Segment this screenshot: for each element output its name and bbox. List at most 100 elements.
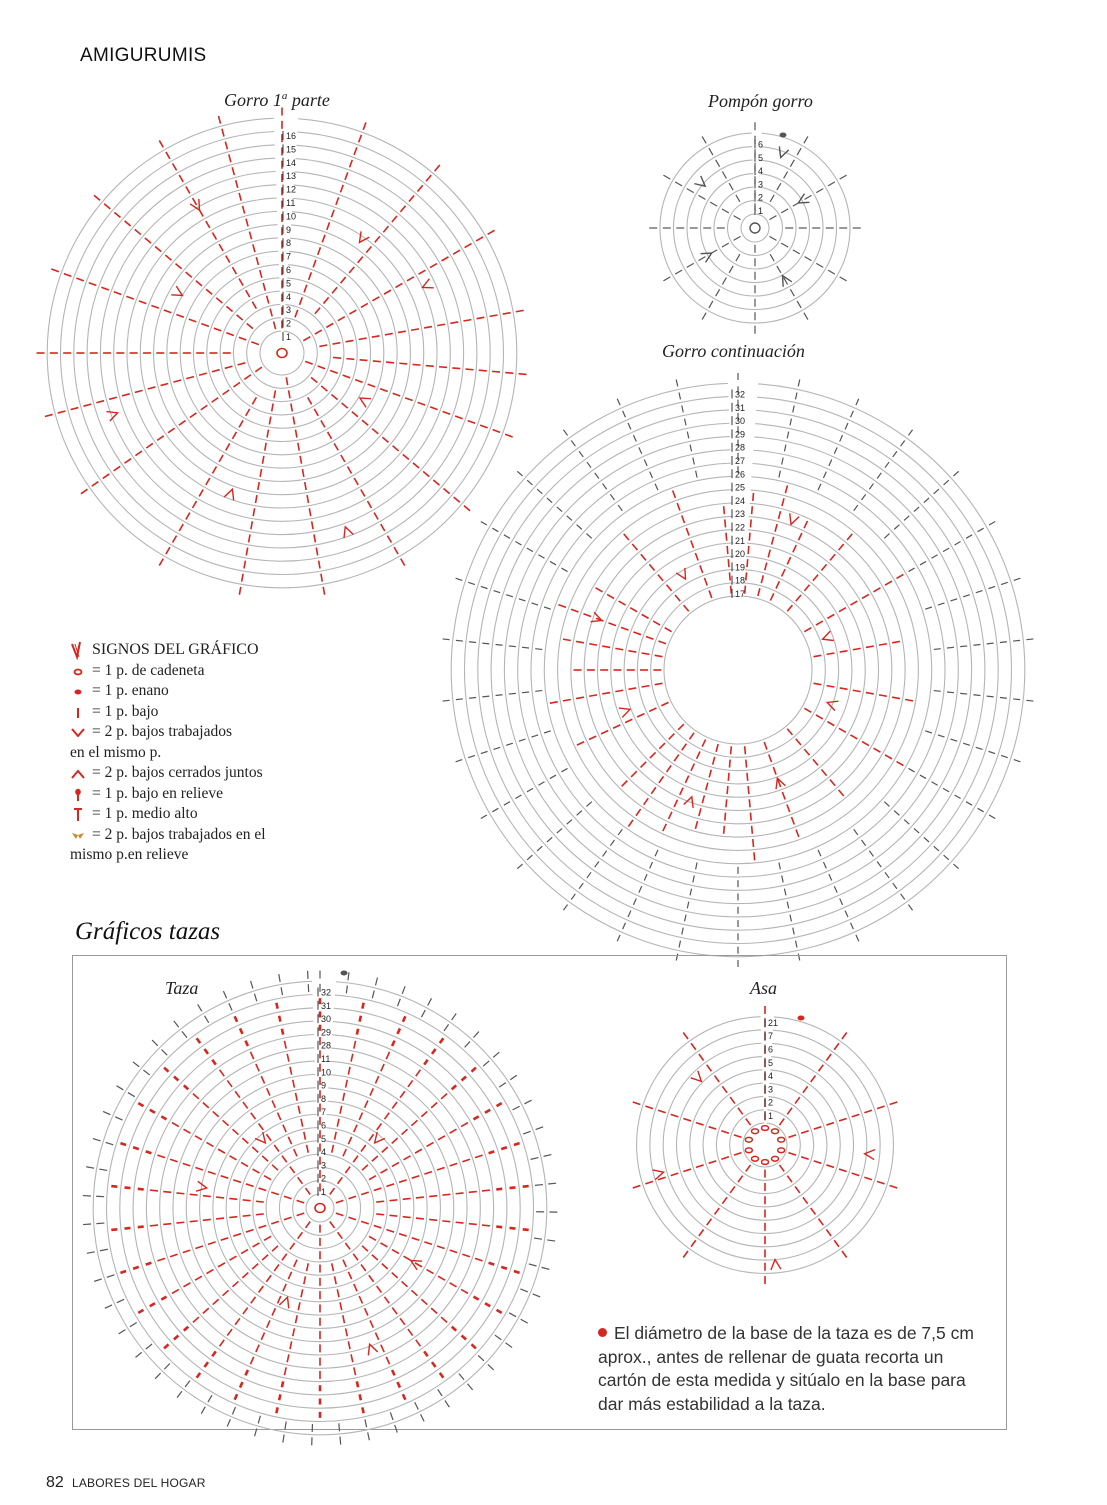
stitch-mark [837, 543, 845, 551]
stitch-mark [516, 863, 523, 870]
stitch-mark [99, 1248, 108, 1252]
stitch-mark [541, 1266, 550, 1271]
stitch-mark [986, 642, 994, 645]
stitch-mark [212, 1298, 220, 1306]
stitch-mark [792, 405, 795, 413]
stitch-mark [903, 819, 910, 825]
stitch-mark [503, 801, 511, 806]
stitch-mark [371, 1155, 379, 1162]
stitch-mark [424, 325, 433, 329]
stitch-mark [218, 454, 224, 463]
stitch-mark [654, 483, 659, 491]
round-number: 6 [286, 265, 291, 275]
stitch-mark [868, 483, 874, 490]
stitch-mark [402, 1215, 411, 1219]
stitch-mark [751, 492, 755, 501]
stitch-mark [346, 357, 355, 361]
stitch-mark [781, 498, 785, 507]
stitch-mark [358, 1112, 364, 1121]
legend-row: = 2 p. bajos cerrados juntos [70, 763, 370, 784]
stitch-mark [690, 1239, 697, 1248]
stitch-mark [316, 247, 322, 256]
stitch-mark [96, 1222, 105, 1225]
gorro1-title-rest: parte [287, 90, 330, 110]
stitch-mark [828, 873, 833, 881]
stitch-mark [662, 823, 667, 832]
stitch-mark [733, 235, 741, 241]
stitch-mark [124, 220, 132, 227]
stitch-mark [667, 811, 673, 820]
stitch-mark [721, 242, 730, 248]
relief-stitch-mark [500, 1265, 508, 1270]
stitch-mark [169, 1158, 178, 1163]
stitch-mark [749, 812, 752, 821]
stitch-mark [348, 1216, 357, 1221]
stitch-mark [491, 370, 501, 373]
stitch-mark [683, 1168, 692, 1173]
stitch-mark [195, 1245, 204, 1250]
stitch-mark [291, 1079, 296, 1088]
stitch-mark [469, 641, 477, 644]
stitch-mark [815, 714, 824, 720]
stitch-mark [620, 626, 629, 631]
relief-stitch-mark [358, 1394, 363, 1401]
stitch-mark [389, 1214, 398, 1217]
stitch-mark [91, 480, 99, 487]
stitch-mark [404, 397, 413, 402]
stitch-mark [586, 533, 593, 539]
stitch-mark [803, 520, 809, 529]
stitch-mark [728, 759, 731, 768]
stitch-mark [826, 652, 835, 656]
chain-stitch-mark [776, 1136, 786, 1143]
stitch-mark [330, 209, 335, 218]
stitch-mark [438, 365, 448, 369]
stitch-mark [283, 1195, 292, 1200]
round-number: 3 [758, 179, 763, 189]
stitch-mark [145, 442, 154, 449]
stitch-mark [363, 1307, 369, 1316]
increase-mark [821, 630, 834, 642]
stitch-mark [812, 574, 819, 582]
round-ring [292, 1180, 348, 1236]
stitch-mark [873, 587, 881, 593]
relief-stitch-mark [275, 1407, 279, 1414]
relief-stitch-mark [149, 1108, 156, 1114]
stitch-mark [234, 179, 239, 189]
stitch-mark [312, 259, 317, 268]
stitch-mark [368, 1274, 375, 1283]
round-ring [570, 502, 906, 838]
stitch-mark [399, 362, 408, 365]
stitch-mark [369, 1320, 375, 1329]
stitch-mark [354, 378, 363, 384]
round-ring [450, 382, 1026, 958]
stitch-mark [165, 151, 171, 160]
stitch-mark [543, 730, 551, 734]
stitch-mark [493, 746, 501, 751]
stitch-mark [838, 1168, 847, 1173]
stitch-mark [708, 590, 713, 599]
stitch-mark [480, 814, 488, 819]
stitch-mark [487, 229, 495, 235]
stitch-mark [698, 808, 702, 817]
stitch-mark [242, 1307, 249, 1315]
stitch-mark [838, 607, 847, 613]
relief-stitch-mark [163, 1343, 170, 1350]
stitch-mark [103, 203, 111, 210]
stitch-mark [776, 265, 782, 274]
round-ring [726, 199, 783, 256]
stitch-mark [376, 1285, 383, 1293]
legend-title-row: SIGNOS DEL GRÁFICO [70, 640, 370, 661]
stitch-mark [329, 1220, 336, 1229]
stitch-mark [385, 1051, 391, 1060]
round-number: 3 [286, 305, 291, 315]
stitch-mark [942, 787, 950, 793]
stitch-mark [699, 565, 704, 574]
stitch-mark [353, 1283, 358, 1292]
stitch-mark [200, 404, 208, 411]
stitch-mark [589, 642, 598, 646]
round-ring [663, 595, 813, 745]
stitch-mark [371, 334, 380, 338]
stitch-mark [399, 205, 407, 213]
stitch-mark [530, 1156, 539, 1160]
stitch-mark [743, 585, 747, 594]
